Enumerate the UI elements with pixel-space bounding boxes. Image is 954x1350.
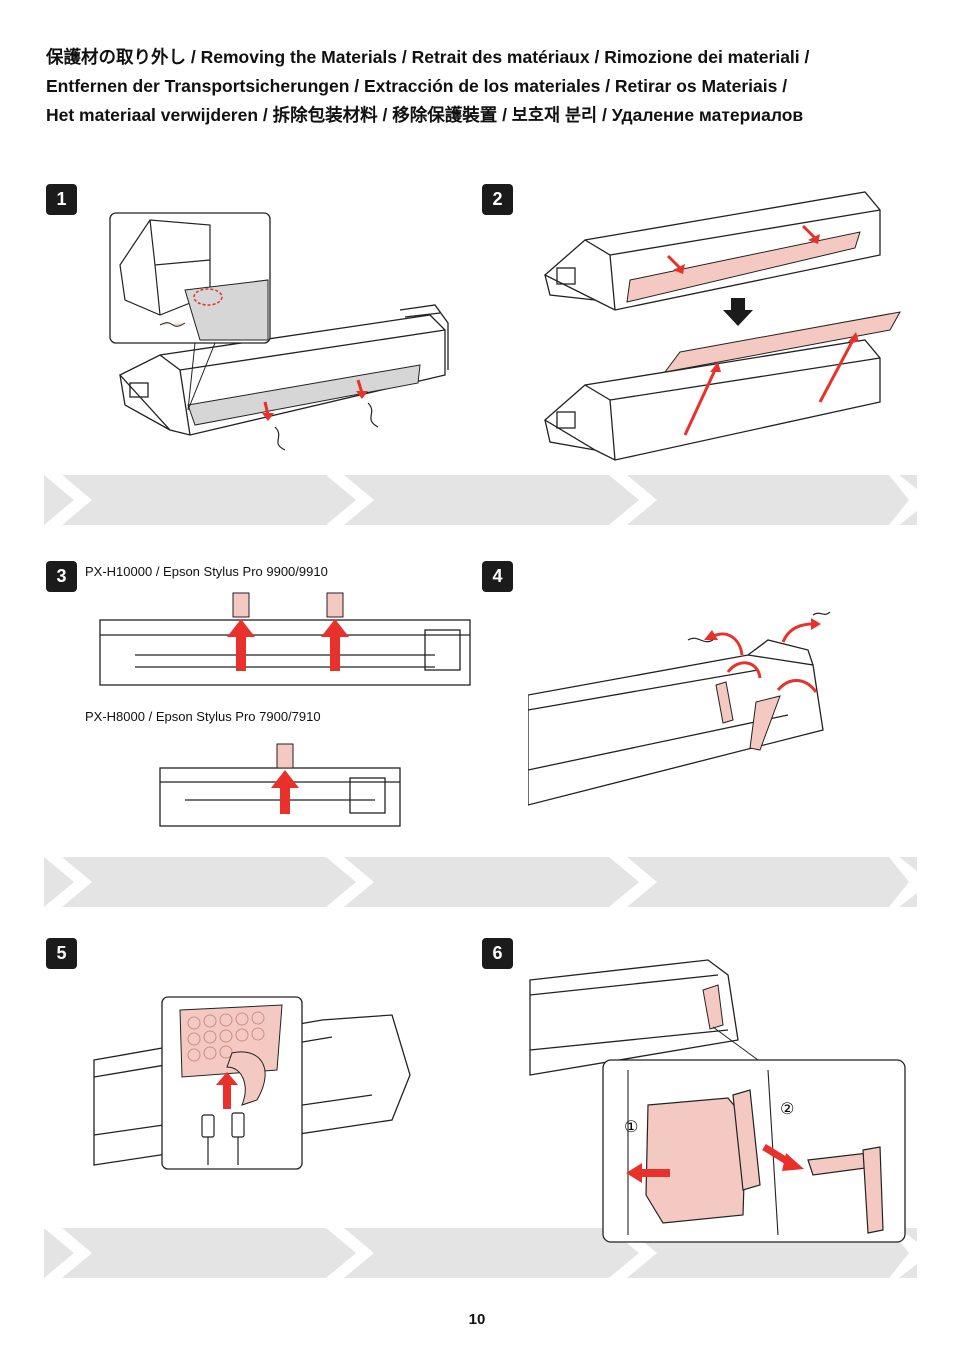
step-3-model-label-1: PX-H10000 / Epson Stylus Pro 9900/9910 <box>85 564 328 579</box>
step-6-illustration: ① ② <box>529 959 906 1243</box>
step-badge-6: 6 <box>482 938 513 969</box>
step-3-illustration-large <box>99 592 471 686</box>
step-1-illustration <box>109 212 449 451</box>
title-line-3: Het materiaal verwijderen / 拆除包装材料 / 移除保… <box>46 105 804 125</box>
page-title: 保護材の取り外し / Removing the Materials / Retr… <box>46 43 916 130</box>
step-3-illustration-small <box>159 743 401 827</box>
callout-1: ① <box>624 1117 638 1136</box>
step-3-model-label-2: PX-H8000 / Epson Stylus Pro 7900/7910 <box>85 709 321 724</box>
step-badge-3: 3 <box>46 561 77 592</box>
title-line-1: 保護材の取り外し / Removing the Materials / Retr… <box>46 47 810 67</box>
step-badge-1: 1 <box>46 184 77 215</box>
step-5-illustration <box>93 996 411 1170</box>
title-line-2: Entfernen der Transportsicherungen / Ext… <box>46 76 788 96</box>
step-badge-5: 5 <box>46 938 77 969</box>
page-number: 10 <box>468 1311 486 1328</box>
callout-2: ② <box>780 1099 794 1118</box>
progress-band-1 <box>44 475 917 525</box>
progress-band-2 <box>44 857 917 907</box>
step-4-illustration <box>528 611 831 806</box>
step-badge-4: 4 <box>482 561 513 592</box>
step-2-illustration <box>543 191 901 461</box>
step-badge-2: 2 <box>482 184 513 215</box>
